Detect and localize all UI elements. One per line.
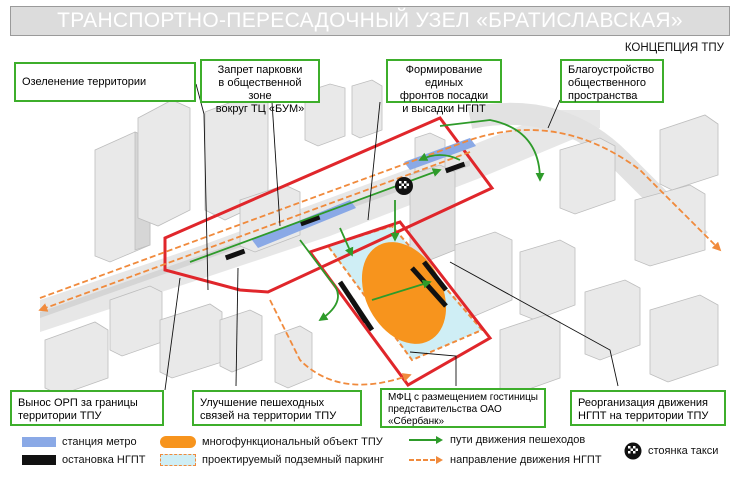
title-bar: ТРАНСПОРТНО-ПЕРЕСАДОЧНЫЙ УЗЕЛ «БРАТИСЛАВ… xyxy=(10,6,730,36)
callout-leaders xyxy=(164,83,619,391)
bus-stops xyxy=(224,161,466,261)
callout-traffic-reorg: Реорганизация движения НГПТ на территори… xyxy=(570,390,726,426)
transit-arrow-icon xyxy=(409,456,443,464)
page-title: ТРАНСПОРТНО-ПЕРЕСАДОЧНЫЙ УЗЕЛ «БРАТИСЛАВ… xyxy=(57,9,683,32)
callout-line: Вынос ОРП за границы xyxy=(18,397,138,409)
legend-label: станция метро xyxy=(62,436,137,448)
building-block-18 xyxy=(274,325,313,389)
building-block-10 xyxy=(584,279,641,361)
legend: станция метро остановка НГПТ многофункци… xyxy=(0,430,740,488)
callout-line: Благоустройство xyxy=(568,64,655,76)
callout-line: связей на территории ТПУ xyxy=(200,410,337,422)
callout-line: пространства xyxy=(568,90,638,102)
page-subtitle: КОНЦЕПЦИЯ ТПУ xyxy=(624,42,724,54)
building-block-19 xyxy=(499,314,561,395)
legend-label: стоянка такси xyxy=(648,445,719,457)
legend-item-metro: станция метро xyxy=(22,436,137,448)
callout-parking-ban: Запрет парковки в общественной зоне вокр… xyxy=(200,59,320,115)
taxi-icon xyxy=(624,442,642,460)
callout-boarding-fronts: Формирование единых фронтов посадки и вы… xyxy=(386,59,502,115)
callout-mfc: МФЦ с размещением гостиницы представител… xyxy=(380,388,546,428)
callout-line: представительства ОАО xyxy=(388,404,502,415)
building-block-20 xyxy=(659,114,719,191)
building-block-11 xyxy=(559,137,616,215)
building-block-12 xyxy=(634,184,706,267)
transit-direction-paths xyxy=(38,129,722,386)
legend-item-bus-stop: остановка НГПТ xyxy=(22,454,145,466)
legend-label: многофункциональный объект ТПУ xyxy=(202,436,383,448)
legend-label: проектируемый подземный паркинг xyxy=(202,454,384,466)
legend-label: пути движения пешеходов xyxy=(450,434,586,446)
callout-line: МФЦ с размещением гостиницы xyxy=(388,392,538,403)
callout-line: Формирование единых xyxy=(405,64,483,89)
callout-line: Улучшение пешеходных xyxy=(200,397,325,409)
legend-item-parking: проектируемый подземный паркинг xyxy=(160,454,384,466)
callout-greening: Озеленение территории xyxy=(14,62,196,102)
callout-line: «Сбербанк» xyxy=(388,416,445,427)
mfo-swatch-icon xyxy=(160,436,196,448)
callout-pedestrian-links: Улучшение пешеходных связей на территори… xyxy=(192,390,362,426)
building-block-17 xyxy=(219,309,263,373)
callout-line: Запрет парковки xyxy=(217,64,303,76)
building-block-14 xyxy=(44,321,109,396)
callout-line: Реорганизация движения xyxy=(578,397,708,409)
pedestrian-arrow-icon xyxy=(409,436,443,444)
legend-item-taxi: стоянка такси xyxy=(624,442,718,460)
legend-label: остановка НГПТ xyxy=(62,454,146,466)
callout-line: и высадки НГПТ xyxy=(402,103,486,115)
callout-line: фронтов посадки xyxy=(399,90,489,102)
building-tower-2 xyxy=(137,99,191,227)
callout-line: НГПТ на территории ТПУ xyxy=(578,410,709,422)
callout-line: в общественной зоне xyxy=(218,77,302,102)
building-block-6 xyxy=(351,79,383,139)
building-block-9 xyxy=(519,239,576,321)
mfo-building-frames xyxy=(337,260,448,332)
legend-item-pedestrian: пути движения пешеходов xyxy=(408,434,585,446)
callout-orp-relocation: Вынос ОРП за границы территории ТПУ xyxy=(10,390,164,426)
taxi-stand-icon xyxy=(395,177,413,195)
buildings xyxy=(44,79,719,396)
metro-swatch-icon xyxy=(22,437,56,447)
building-block-13 xyxy=(649,294,719,383)
bus-stop-swatch-icon xyxy=(22,455,56,465)
callout-line: общественного xyxy=(568,77,646,89)
callout-line: вокруг ТЦ «БУМ» xyxy=(215,103,305,115)
legend-item-mfo: многофункциональный объект ТПУ xyxy=(160,436,383,448)
legend-label: направление движения НГПТ xyxy=(450,454,602,466)
legend-item-transit: направление движения НГПТ xyxy=(408,454,602,466)
callout-line: территории ТПУ xyxy=(18,410,102,422)
callout-line: Озеленение территории xyxy=(22,76,147,88)
building-block-16 xyxy=(159,303,223,379)
callout-public-space: Благоустройство общественного пространст… xyxy=(560,59,664,103)
parking-swatch-icon xyxy=(160,454,196,466)
tpu-boundary xyxy=(163,116,495,387)
mfo-ellipse xyxy=(361,242,447,344)
